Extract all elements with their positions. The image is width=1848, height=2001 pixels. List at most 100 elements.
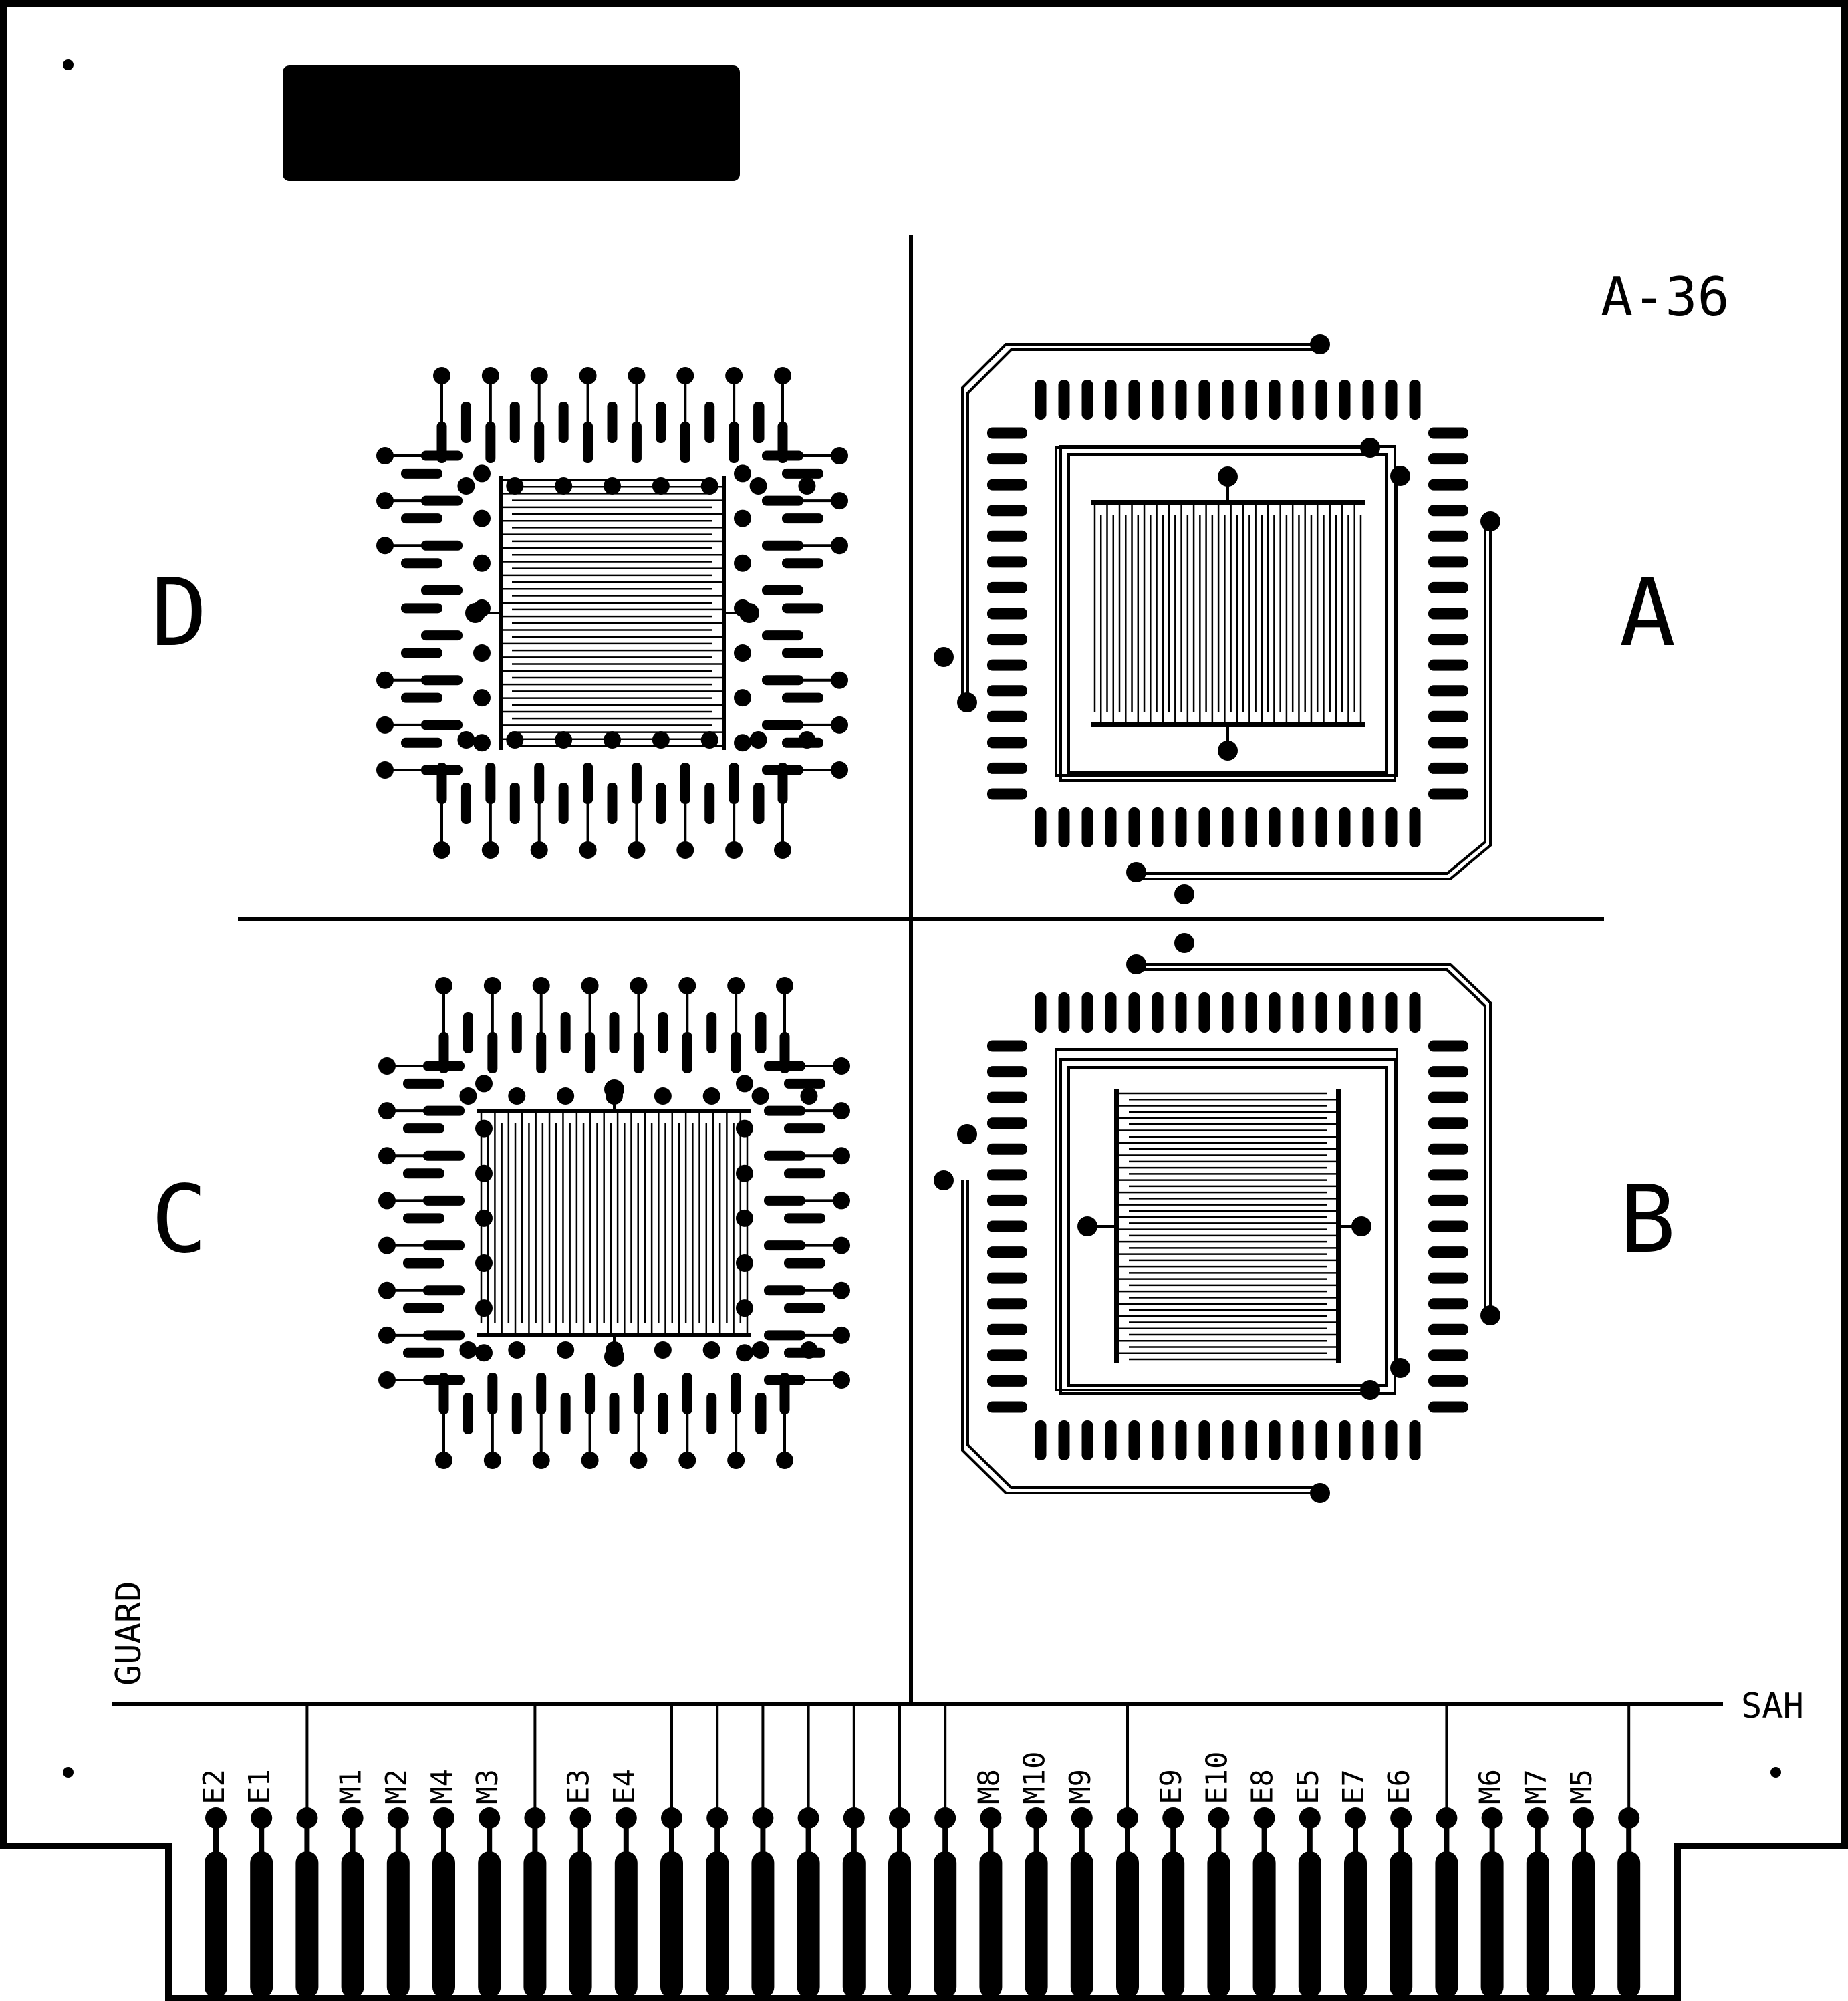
via [508, 1341, 526, 1359]
trace [1136, 521, 1492, 880]
trace [966, 1180, 1320, 1489]
pad [987, 1298, 1027, 1310]
pad [1105, 380, 1117, 420]
pad [583, 422, 593, 463]
pad [1315, 380, 1327, 420]
pad [987, 1040, 1027, 1052]
pad [1292, 1420, 1304, 1460]
pad [987, 1323, 1027, 1335]
connector-pin-label: E9 [1154, 1769, 1188, 1805]
comb-bus [1336, 1089, 1341, 1363]
pad [682, 1373, 692, 1414]
pad [656, 402, 666, 443]
pad [1128, 380, 1140, 420]
pad [987, 710, 1027, 722]
pad [1222, 807, 1234, 847]
pad [784, 1123, 825, 1134]
pad [987, 1375, 1027, 1387]
label-block [283, 65, 740, 181]
via [734, 509, 751, 527]
pad [1339, 1420, 1351, 1460]
pad [423, 1330, 465, 1341]
mounting-hole [1770, 1767, 1781, 1778]
routing-traces [961, 343, 1492, 1494]
pad [401, 513, 442, 524]
pad [762, 630, 803, 641]
pad [987, 427, 1027, 439]
finger-via [615, 1807, 637, 1829]
via [736, 1209, 753, 1227]
via [734, 689, 751, 707]
connector-finger [205, 1851, 227, 1998]
pad [782, 558, 823, 569]
via [654, 1341, 672, 1359]
pad [585, 1373, 596, 1414]
finger-via [1071, 1807, 1093, 1829]
pad [558, 402, 569, 443]
via [473, 689, 491, 707]
pad [1152, 992, 1164, 1033]
connector-pin-label: E8 [1246, 1769, 1280, 1805]
pad [729, 422, 739, 463]
pad [1428, 1117, 1468, 1129]
via [734, 464, 751, 483]
pad [1428, 581, 1468, 593]
pad [1362, 807, 1374, 847]
connector-finger [432, 1851, 455, 1998]
pad [782, 513, 823, 524]
pad [762, 450, 803, 461]
pad [1292, 380, 1304, 420]
pad [1428, 479, 1468, 491]
connector-finger [523, 1851, 547, 1998]
pad [762, 720, 803, 730]
finger-via [1208, 1807, 1230, 1829]
pad [987, 530, 1027, 542]
pad [558, 783, 569, 824]
corner-marker: SAH [1741, 1686, 1804, 1726]
pad [1315, 992, 1327, 1033]
pad [764, 1195, 805, 1206]
pad [1292, 992, 1304, 1033]
pad [764, 1240, 805, 1251]
pad [423, 1240, 465, 1251]
connector-finger [888, 1851, 911, 1998]
pad [764, 1375, 805, 1385]
pad [1428, 1401, 1468, 1413]
pad [403, 1123, 444, 1134]
pad [487, 1032, 498, 1073]
pad [1128, 992, 1140, 1033]
pad [987, 1349, 1027, 1361]
via [736, 1119, 753, 1138]
pad [633, 1373, 644, 1414]
finger-via [342, 1807, 364, 1829]
pad [1035, 380, 1047, 420]
pad [1175, 380, 1187, 420]
pad [1245, 807, 1257, 847]
pad [987, 1194, 1027, 1206]
pad [1362, 992, 1374, 1033]
pad [764, 1285, 805, 1296]
pad [1128, 807, 1140, 847]
pad [762, 765, 803, 775]
via [1390, 466, 1410, 486]
pad [784, 1213, 825, 1224]
pad [1409, 992, 1421, 1033]
comb-bus [477, 1109, 751, 1113]
trace [961, 343, 1320, 702]
finger-via [1390, 1807, 1412, 1829]
pad [1428, 1246, 1468, 1258]
pad [764, 1150, 805, 1161]
pad [1428, 1169, 1468, 1181]
via [475, 1209, 493, 1227]
pad [1198, 807, 1210, 847]
pad [1428, 453, 1468, 465]
trace [961, 1180, 1320, 1494]
via [557, 1087, 575, 1105]
pad [1315, 807, 1327, 847]
via [475, 1254, 493, 1272]
pad [1428, 1375, 1468, 1387]
pad [1198, 1420, 1210, 1460]
pad [729, 763, 739, 804]
pad [423, 1195, 465, 1206]
pad [1081, 1420, 1093, 1460]
